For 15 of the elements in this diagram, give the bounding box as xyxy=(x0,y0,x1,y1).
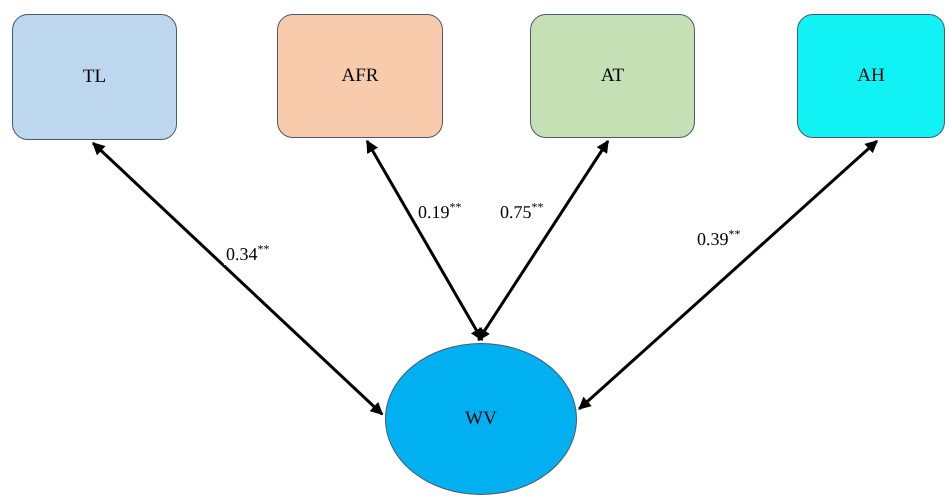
node-label: AH xyxy=(857,65,885,87)
rounded-box xyxy=(277,14,443,138)
node-label: AFR xyxy=(342,65,378,87)
node-label: AT xyxy=(600,65,624,87)
edge-label: 0.34$^{**}$ xyxy=(224,242,272,265)
node-label: TL xyxy=(82,66,106,88)
rounded-box xyxy=(12,14,177,140)
double-headed-arrow xyxy=(477,140,610,342)
double-headed-arrow xyxy=(578,140,878,410)
rounded-box xyxy=(797,14,945,138)
double-headed-arrow xyxy=(92,142,384,416)
node-label: WV xyxy=(465,408,497,430)
double-headed-arrow xyxy=(366,140,484,342)
edge-label: 0.19$^{**}$ xyxy=(416,200,464,223)
rounded-box xyxy=(530,14,695,138)
